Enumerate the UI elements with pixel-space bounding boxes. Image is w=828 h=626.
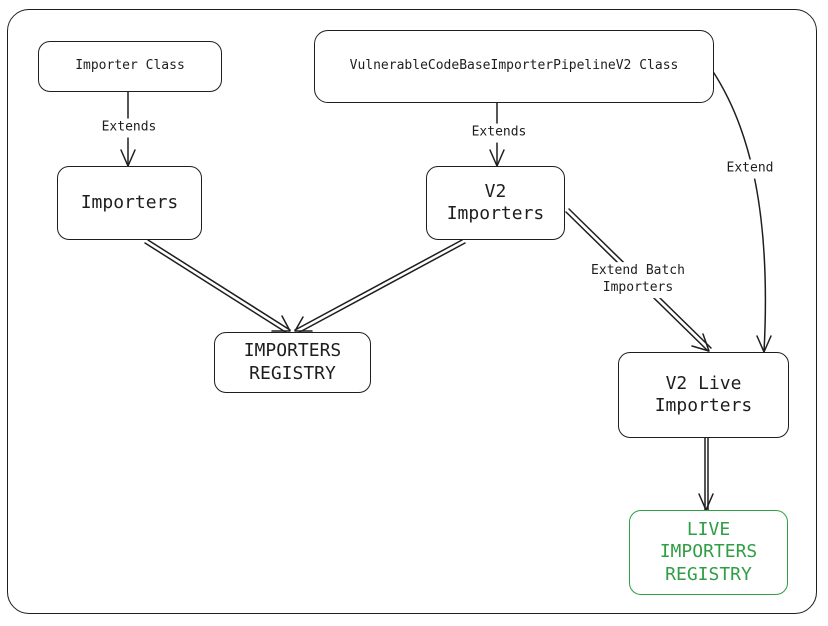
arrow-v2-importers-to-registry [294, 239, 466, 334]
v2-importers-node: V2 Importers [426, 166, 565, 240]
v2-live-importers-node: V2 Live Importers [618, 352, 789, 438]
importers-registry-node: IMPORTERS REGISTRY [214, 332, 371, 393]
outer-frame [7, 9, 817, 614]
edge-label-extends-left: Extends [99, 118, 159, 138]
edge-label-extend: Extend [724, 159, 776, 179]
arrow-importers-to-registry [144, 239, 291, 334]
edge-label-extend-batch: Extend Batch Importers [589, 262, 687, 298]
importers-node: Importers [57, 166, 202, 240]
arrow-v2-live-to-live-registry [698, 437, 714, 511]
pipeline-class-node: VulnerableCodeBaseImporterPipelineV2 Cla… [314, 30, 714, 103]
arrow-pipeline-to-v2-live [711, 69, 772, 353]
edge-label-extends-right: Extends [469, 123, 529, 143]
live-importers-registry-node: LIVE IMPORTERS REGISTRY [629, 510, 788, 595]
importer-class-node: Importer Class [38, 41, 222, 92]
